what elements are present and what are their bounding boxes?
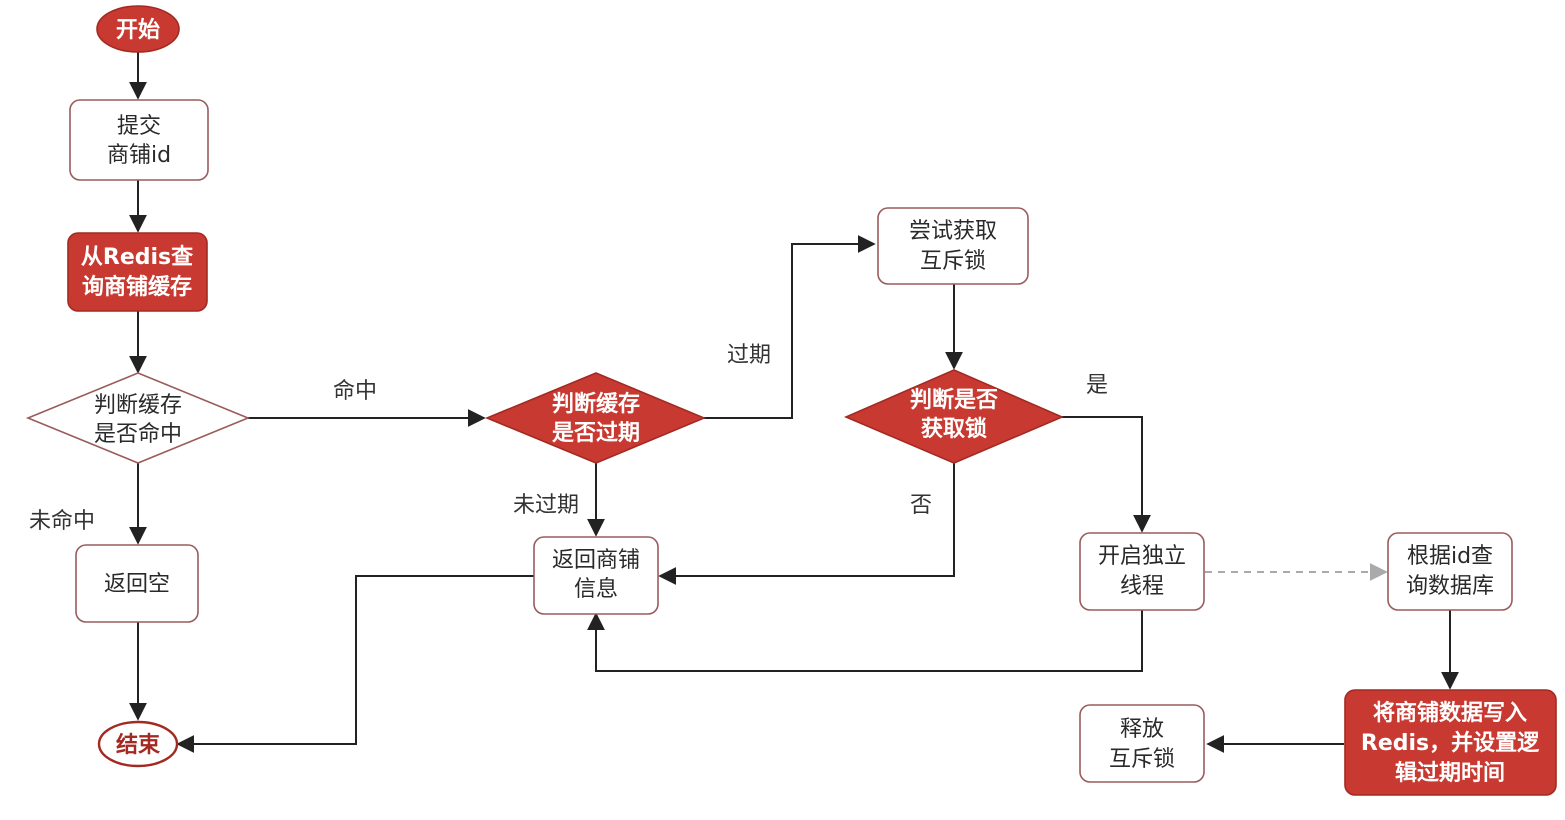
edges xyxy=(129,52,1459,753)
try-lock-box xyxy=(877,207,1029,285)
node-return-empty: 返回空 xyxy=(75,544,199,623)
write-redis-line-1: 将商铺数据写入 xyxy=(1373,700,1527,726)
new-thread-box xyxy=(1079,532,1205,611)
query-db-box xyxy=(1387,532,1513,611)
write-redis-box xyxy=(1344,689,1557,796)
new-thread-line-1: 开启独立 xyxy=(1098,544,1186,569)
release-lock-line-2: 互斥锁 xyxy=(1109,747,1175,772)
label-hit: 命中 xyxy=(333,379,377,404)
return-shop-box xyxy=(533,536,659,615)
node-release-lock: 释放 互斥锁 xyxy=(1079,704,1205,783)
query-db-line-1: 根据id查 xyxy=(1407,544,1493,569)
edge-labels: 命中 未命中 过期 未过期 是 否 xyxy=(29,343,1108,534)
node-query-db: 根据id查 询数据库 xyxy=(1387,532,1513,611)
node-new-thread: 开启独立 线程 xyxy=(1079,532,1205,611)
edge-no xyxy=(658,463,955,585)
node-check-cache-hit: 判断缓存 是否命中 xyxy=(25,372,251,464)
node-end: 结束 xyxy=(97,720,179,768)
check-expired-diamond xyxy=(484,372,707,464)
node-return-shop-info: 返回商铺 信息 xyxy=(533,536,659,615)
return-empty-box xyxy=(75,544,199,623)
try-lock-line-1: 尝试获取 xyxy=(909,219,997,244)
new-thread-line-2: 线程 xyxy=(1120,574,1164,599)
query-db-line-2: 询数据库 xyxy=(1406,574,1494,599)
edge-expired xyxy=(704,235,876,419)
label-not-expired: 未过期 xyxy=(513,493,579,518)
node-submit-shop-id: 提交 商铺id xyxy=(69,99,209,181)
node-check-expired: 判断缓存 是否过期 xyxy=(484,372,707,464)
write-redis-line-3: 辑过期时间 xyxy=(1395,760,1505,786)
label-no: 否 xyxy=(910,493,932,518)
label-yes: 是 xyxy=(1086,373,1108,398)
return-shop-line-2: 信息 xyxy=(574,577,618,602)
edge-yes xyxy=(1062,416,1151,533)
try-lock-line-2: 互斥锁 xyxy=(920,249,986,274)
edge-return-shop-end xyxy=(176,575,534,753)
submit-box xyxy=(69,99,209,181)
node-start: 开始 xyxy=(96,5,180,53)
check-lock-line-1: 判断是否 xyxy=(910,387,998,413)
label-miss: 未命中 xyxy=(29,509,95,534)
check-hit-line-1: 判断缓存 xyxy=(94,393,182,418)
release-lock-box xyxy=(1079,704,1205,783)
query-redis-box xyxy=(67,232,208,312)
edge-thread-return-shop xyxy=(587,610,1143,672)
query-redis-line-2: 询商铺缓存 xyxy=(82,274,192,300)
node-write-redis: 将商铺数据写入 Redis，并设置逻 辑过期时间 xyxy=(1344,689,1557,796)
check-hit-diamond xyxy=(25,372,251,464)
start-terminal xyxy=(96,5,180,53)
return-shop-line-1: 返回商铺 xyxy=(552,548,640,573)
check-lock-line-2: 获取锁 xyxy=(921,416,987,442)
end-terminal xyxy=(97,720,179,768)
return-empty-line-1: 返回空 xyxy=(104,572,170,597)
check-hit-line-2: 是否命中 xyxy=(94,422,182,447)
release-lock-line-1: 释放 xyxy=(1120,717,1164,742)
submit-line-1: 提交 xyxy=(117,114,161,139)
query-redis-line-1: 从Redis查 xyxy=(81,245,193,270)
check-expired-line-1: 判断缓存 xyxy=(552,391,640,417)
node-query-redis: 从Redis查 询商铺缓存 xyxy=(67,232,208,312)
start-line-1: 开始 xyxy=(116,17,160,43)
node-check-lock: 判断是否 获取锁 xyxy=(843,369,1065,464)
node-try-lock: 尝试获取 互斥锁 xyxy=(877,207,1029,285)
check-expired-line-2: 是否过期 xyxy=(552,421,640,446)
write-redis-line-2: Redis，并设置逻 xyxy=(1361,730,1540,756)
label-expired: 过期 xyxy=(727,343,771,368)
submit-line-2: 商铺id xyxy=(107,143,171,168)
check-lock-diamond xyxy=(843,369,1065,464)
end-line-1: 结束 xyxy=(116,732,161,758)
